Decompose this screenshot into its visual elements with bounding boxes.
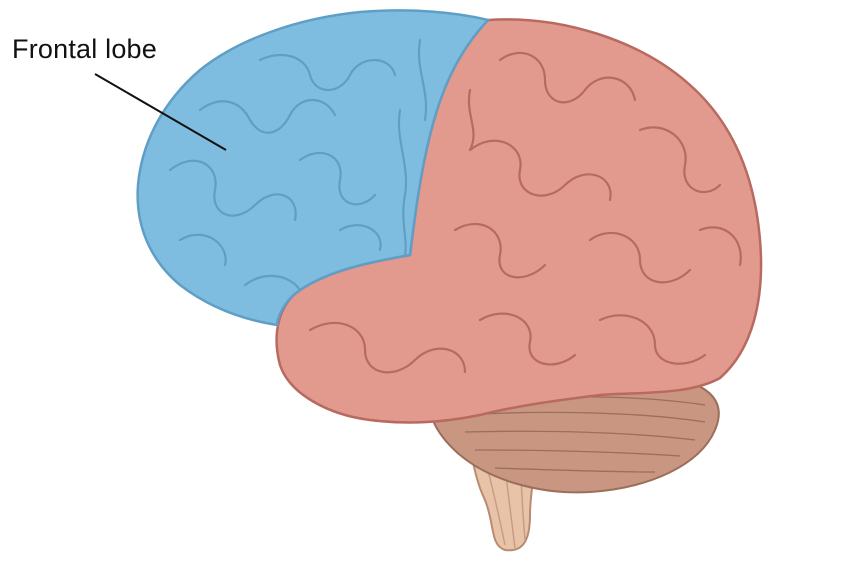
- frontal-lobe-label: Frontal lobe: [12, 34, 157, 64]
- frontal-gyri: [168, 38, 428, 292]
- posterior-gyri: [308, 51, 742, 374]
- label-leader-line: [94, 73, 227, 151]
- frontal-lobe: [136, 9, 491, 327]
